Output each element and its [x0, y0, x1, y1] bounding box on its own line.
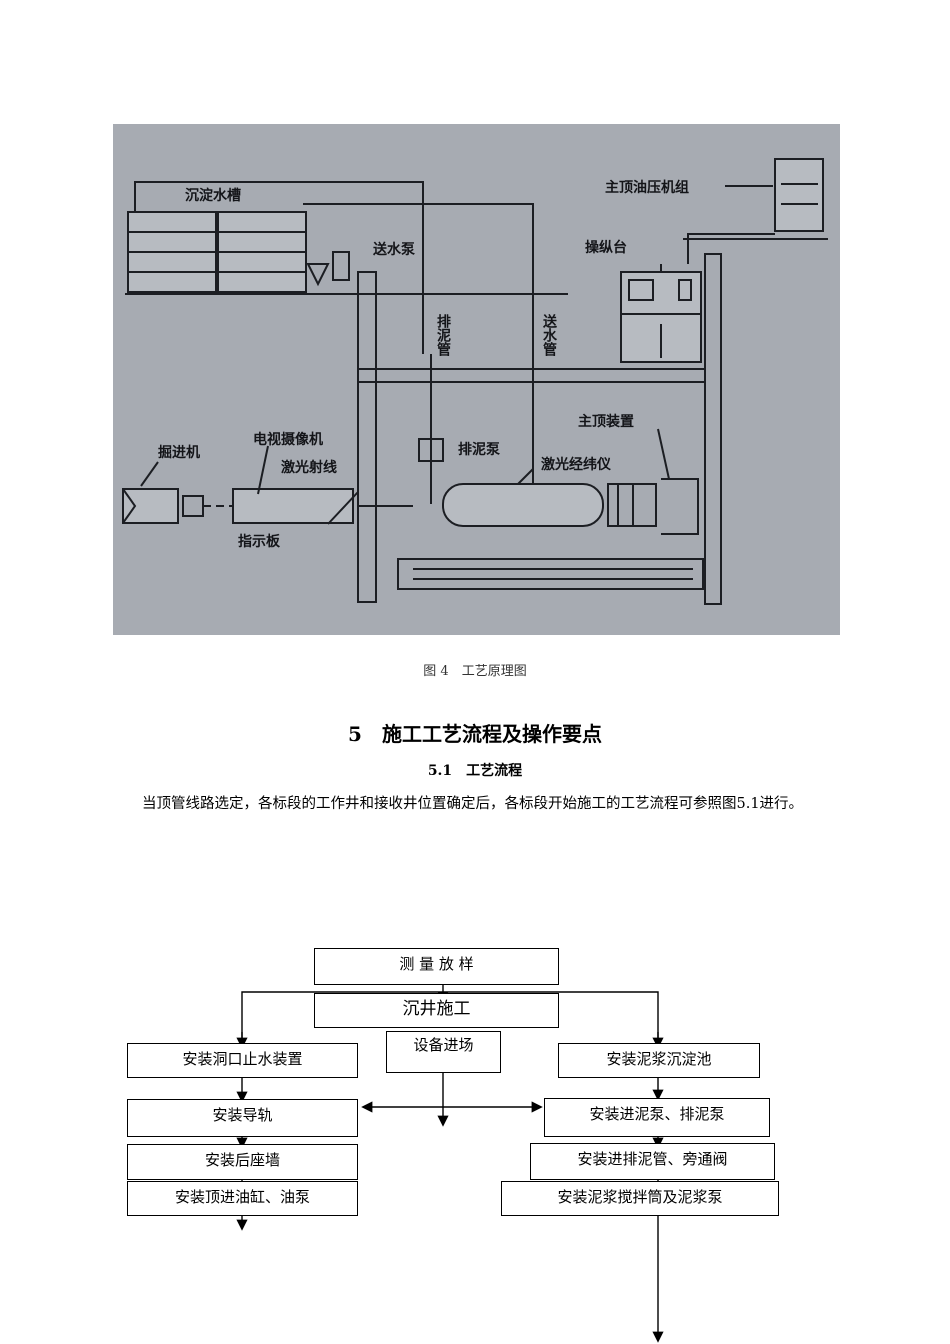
label-feed-pipe: 送水管 [541, 313, 558, 356]
label-tbm: 掘进机 [158, 444, 200, 461]
label-indicator-board: 指示板 [238, 533, 281, 550]
process-flowchart: 测 量 放 样 沉井施工 设备进场 安装洞口止水装置 安装导轨 安装后座墙 安装… [0, 940, 950, 1344]
box-right-4: 安装泥浆搅拌筒及泥浆泵 [501, 1181, 779, 1216]
label-main-pump-unit: 主顶油压机组 [605, 179, 689, 196]
label-mud-pump: 排泥泵 [458, 441, 500, 458]
box-sinking-well: 沉井施工 [314, 993, 559, 1028]
section-title: 5 施工工艺流程及操作要点 [348, 722, 602, 746]
box-left-4: 安装顶进油缸、油泵 [127, 1181, 358, 1216]
subsection-title: 5.1 工艺流程 [427, 763, 523, 779]
label-console: 操纵台 [585, 239, 627, 256]
diagram-svg: 沉淀水槽 主顶油压机组 送水泵 操纵台 掘进机 电视摄像机 激光射线 排泥泵 主… [122, 158, 828, 605]
label-discharge-pipe: 排泥管 [435, 313, 451, 356]
box-right-3: 安装进排泥管、旁通阀 [530, 1143, 775, 1180]
label-laser-theodolite: 激光经纬仪 [541, 456, 612, 473]
box-left-2: 安装导轨 [127, 1099, 358, 1137]
label-tv-camera: 电视摄像机 [253, 431, 323, 448]
box-left-3: 安装后座墙 [127, 1144, 358, 1180]
process-principle-diagram: 沉淀水槽 主顶油压机组 送水泵 操纵台 掘进机 电视摄像机 激光射线 排泥泵 主… [113, 124, 840, 635]
box-equipment: 设备进场 [386, 1031, 501, 1073]
box-right-1: 安装泥浆沉淀池 [558, 1043, 760, 1078]
box-right-2: 安装进泥泵、排泥泵 [544, 1098, 770, 1137]
box-survey: 测 量 放 样 [314, 948, 559, 985]
box-left-1: 安装洞口止水装置 [127, 1043, 358, 1078]
label-main-jack: 主顶装置 [578, 413, 634, 430]
label-feed-pump: 送水泵 [372, 241, 415, 258]
flowchart-connectors [236, 984, 664, 1343]
figure-caption: 图 4 工艺原理图 [423, 664, 527, 679]
body-paragraph: 当顶管线路选定，各标段的工作井和接收井位置确定后，各标段开始施工的工艺流程可参照… [142, 796, 804, 812]
label-settling-tank: 沉淀水槽 [185, 187, 241, 204]
label-laser-beam: 激光射线 [281, 459, 337, 476]
